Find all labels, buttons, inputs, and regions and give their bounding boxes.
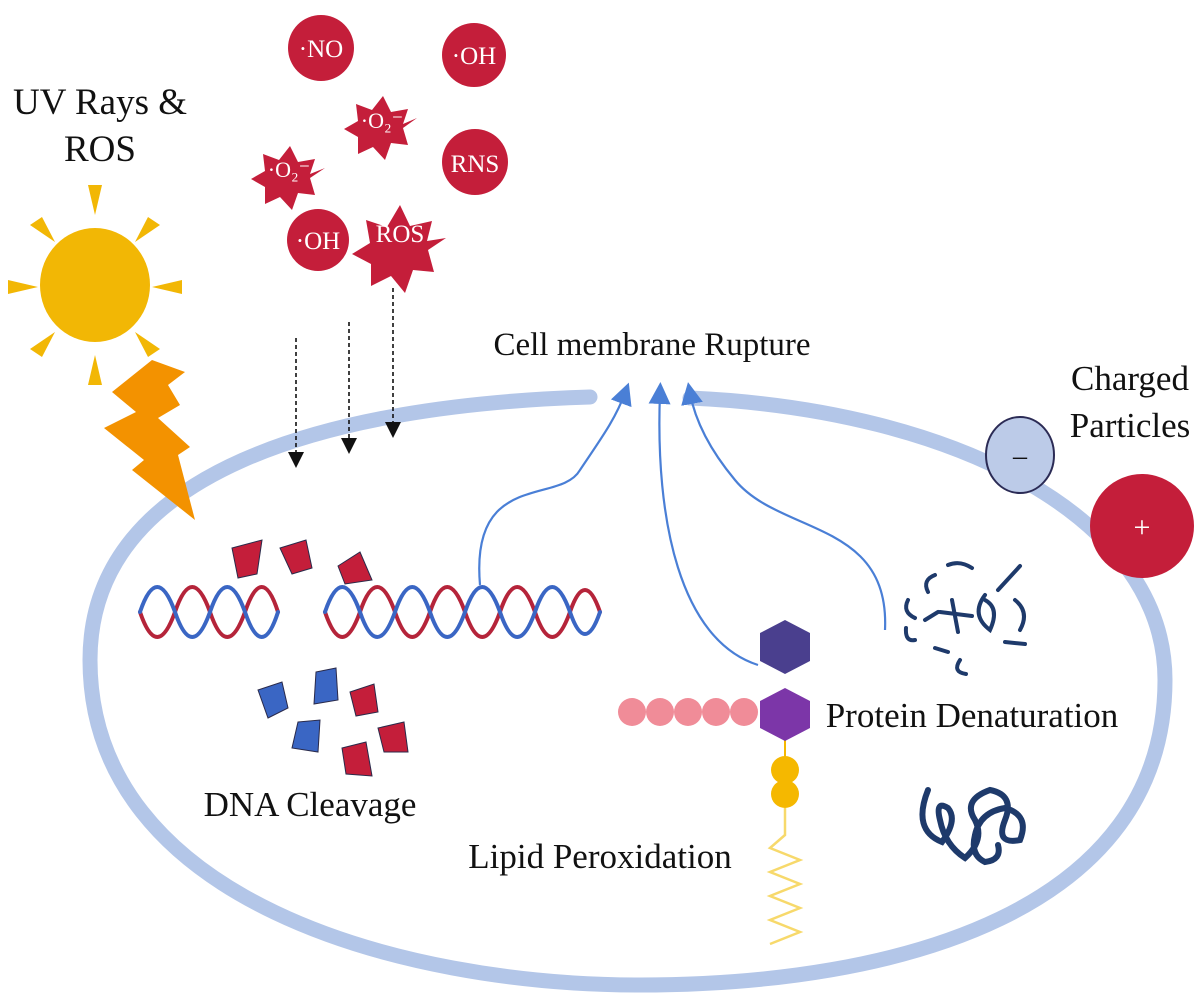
rupture-arrow-protein xyxy=(681,382,887,631)
species-label: ·O₂⁻ xyxy=(361,108,404,133)
negative-particle: – xyxy=(985,416,1055,494)
dna-helix-icon xyxy=(138,585,602,639)
species-label: ·NO xyxy=(299,36,343,63)
radical-rns: RNS xyxy=(442,129,508,195)
lightning-icon xyxy=(104,360,195,520)
hexagon-icon xyxy=(760,688,810,741)
protein-fragments xyxy=(903,561,1027,676)
uv-label-line2: ROS xyxy=(64,129,136,170)
lipid-molecule xyxy=(618,620,810,946)
species-label: ·O₂⁻ xyxy=(268,157,311,182)
radical-superoxide-2: ·O₂⁻ xyxy=(251,146,325,210)
hexagon-icon xyxy=(760,620,810,674)
dna-fragments xyxy=(231,539,409,777)
radical-ros: ROS xyxy=(352,205,446,293)
species-label: RNS xyxy=(451,151,500,178)
lipid-peroxidation-label: Lipid Peroxidation xyxy=(468,837,731,876)
species-label: ROS xyxy=(376,221,425,248)
rupture-arrow-dna xyxy=(478,382,632,586)
membrane-rupture-label: Cell membrane Rupture xyxy=(493,327,810,363)
species-label: ·OH xyxy=(452,43,496,70)
species-label: ·OH xyxy=(296,228,340,255)
charged-label-line2: Particles xyxy=(1070,406,1191,445)
lipid-tail xyxy=(766,808,804,946)
charged-label-line1: Charged xyxy=(1071,359,1189,398)
uv-label-line1: UV Rays & xyxy=(13,82,187,123)
dna-cleavage-label: DNA Cleavage xyxy=(204,785,417,824)
lipid-chain xyxy=(618,698,758,726)
positive-particle: + xyxy=(1090,474,1194,578)
rupture-arrow-lipid xyxy=(648,382,759,667)
negative-sign: – xyxy=(1012,441,1028,472)
radical-superoxide-1: ·O₂⁻ xyxy=(344,96,417,160)
sun-icon xyxy=(8,185,182,385)
positive-sign: + xyxy=(1134,511,1151,544)
radical-no: ·NO xyxy=(288,15,354,81)
protein-denaturation-label: Protein Denaturation xyxy=(826,696,1119,735)
protein-coil-icon xyxy=(919,786,1026,866)
radical-oh-top: ·OH xyxy=(442,23,506,87)
radical-oh-bottom: ·OH xyxy=(287,209,349,271)
